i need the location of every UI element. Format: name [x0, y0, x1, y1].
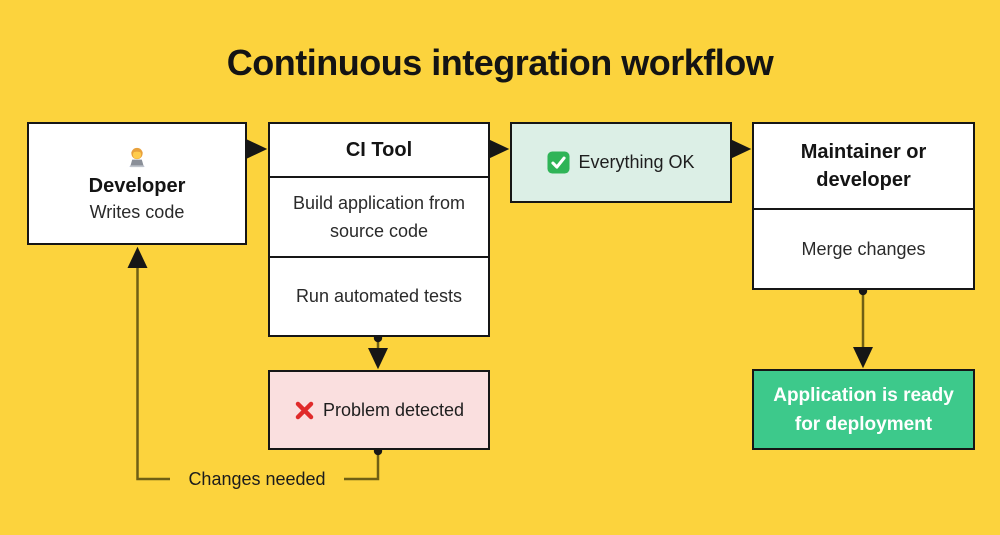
developer-subtitle: Writes code [89, 201, 185, 222]
woman-technologist-icon [125, 145, 149, 171]
node-everything-ok: Everything OK [510, 122, 732, 203]
ci-tool-step-tests: Run automated tests [270, 255, 488, 336]
connector-problem-to-label [344, 451, 380, 481]
maintainer-step-merge: Merge changes [754, 208, 973, 288]
deployment-label: Application is ready for deployment [773, 384, 954, 435]
everything-ok-label: Everything OK [578, 152, 695, 172]
maintainer-title: Maintainer or developer [800, 141, 927, 191]
ci-tool-step-build: Build application from source code [270, 176, 488, 256]
ci-tool-title: CI Tool [345, 138, 413, 161]
problem-detected-label: Problem detected [322, 399, 465, 420]
node-maintainer: Maintainer or developer Merge changes [752, 122, 975, 290]
node-deployment-ready: Application is ready for deployment [752, 369, 975, 450]
page-title: Continuous integration workflow [226, 42, 774, 83]
check-mark-icon [547, 151, 570, 174]
changes-needed-label: Changes needed [188, 468, 326, 489]
connector-label-to-developer [127, 246, 170, 481]
node-problem-detected: Problem detected [268, 370, 490, 450]
node-developer: Developer Writes code [27, 122, 247, 245]
developer-title: Developer [88, 174, 186, 197]
node-ci-tool: CI Tool Build application from source co… [268, 122, 490, 337]
cross-mark-icon [294, 400, 315, 421]
